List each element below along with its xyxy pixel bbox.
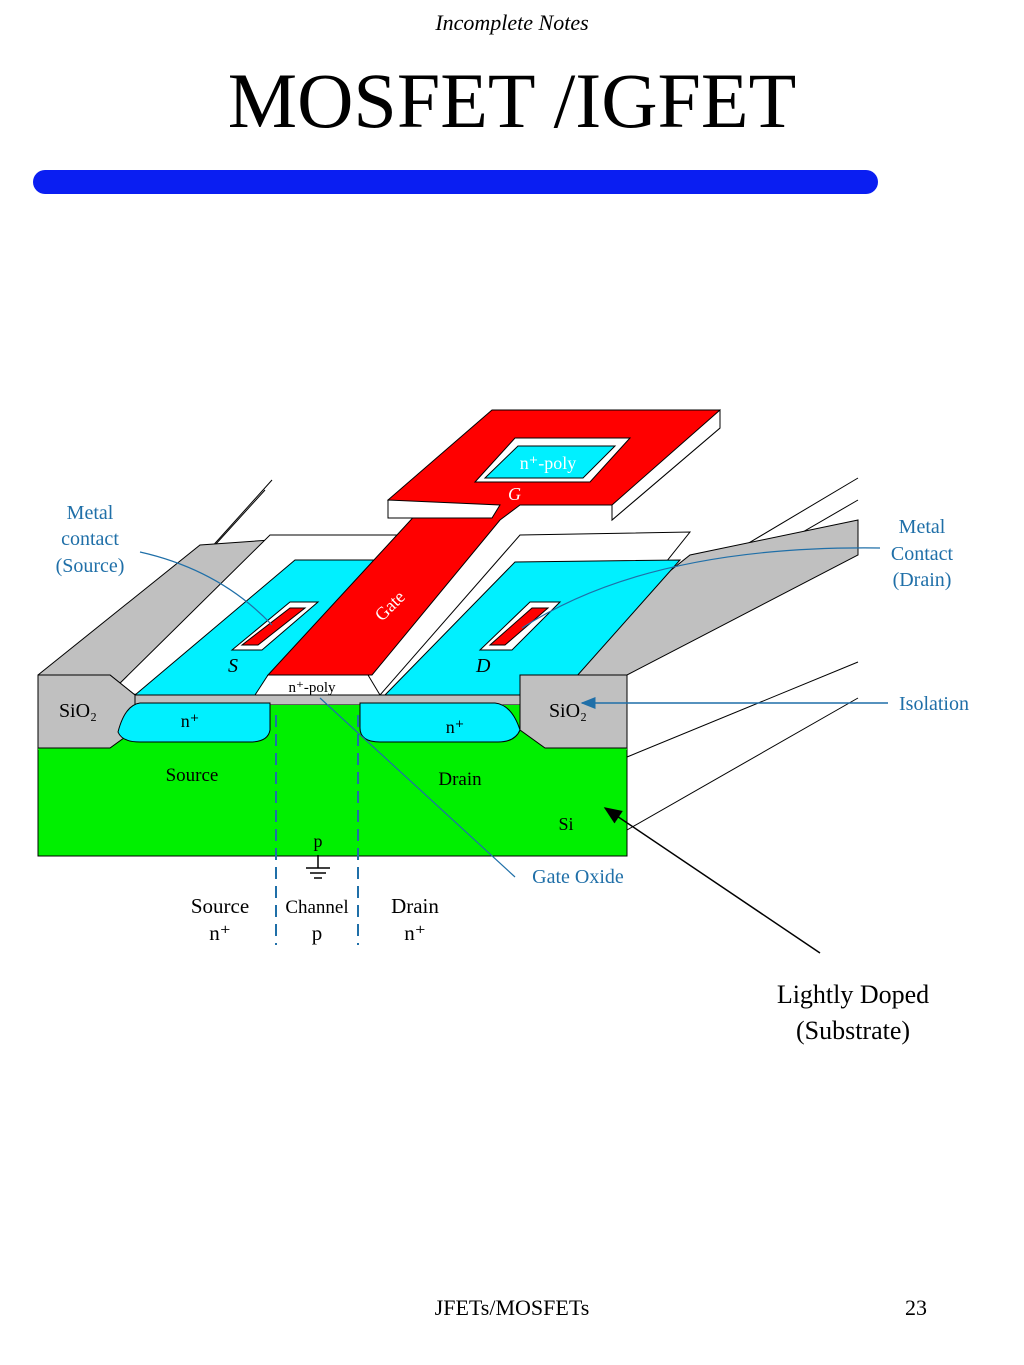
sio2-right-label: SiO₂: [549, 700, 587, 722]
drain-region-label: Drain: [438, 769, 482, 790]
bottom-source-line-1: Source: [191, 894, 249, 918]
drain-metal-contact: [488, 607, 550, 646]
metal-source-line-2: contact: [61, 528, 119, 550]
metal-source-line-3: (Source): [56, 555, 125, 577]
gate-pad-poly: [483, 445, 617, 479]
gate-poly-label: n⁺-poly: [288, 680, 336, 696]
source-metal-contact: [240, 607, 307, 646]
metal-drain-line-3: (Drain): [893, 569, 952, 591]
n-plus-drain: [359, 702, 521, 743]
header-note: Incomplete Notes: [435, 10, 589, 35]
gate-poly-front: [254, 674, 381, 696]
lightly-doped-line-1: Lightly Doped: [777, 980, 929, 1009]
isolation-label: Isolation: [899, 693, 969, 715]
drain-letter: D: [475, 655, 491, 677]
gate-pad-poly-label: n⁺-poly: [520, 453, 577, 473]
bottom-source-line-2: n⁺: [209, 921, 231, 945]
ground-icon: [306, 855, 330, 879]
title-underline-bar: [33, 170, 878, 194]
bottom-drain-line-1: Drain: [391, 894, 439, 918]
substrate-si: [37, 747, 628, 857]
source-letter: S: [228, 655, 238, 677]
n-plus-source: [117, 702, 271, 743]
page-title: MOSFET /IGFET: [227, 57, 797, 144]
lightly-doped-line-2: (Substrate): [796, 1016, 910, 1045]
bottom-drain-line-2: n⁺: [404, 921, 426, 945]
si-label: Si: [558, 814, 573, 834]
n-plus-source-label: n⁺: [181, 711, 200, 731]
footer-course-title: JFETs/MOSFETs: [434, 1295, 590, 1320]
gate-pad-letter: G: [508, 484, 521, 504]
bottom-channel-line-2: p: [312, 921, 323, 945]
metal-drain-line-1: Metal: [899, 516, 946, 538]
metal-drain-line-2: Contact: [891, 543, 954, 565]
bottom-channel-line-1: Channel: [285, 897, 348, 918]
n-plus-drain-label: n⁺: [446, 717, 465, 737]
footer-page-number: 23: [905, 1295, 927, 1320]
source-region-label: Source: [166, 765, 219, 786]
metal-source-line-1: Metal: [67, 502, 114, 524]
gate-oxide-label: Gate Oxide: [532, 866, 624, 888]
p-label: p: [314, 831, 323, 851]
sio2-left-label: SiO₂: [59, 700, 97, 722]
